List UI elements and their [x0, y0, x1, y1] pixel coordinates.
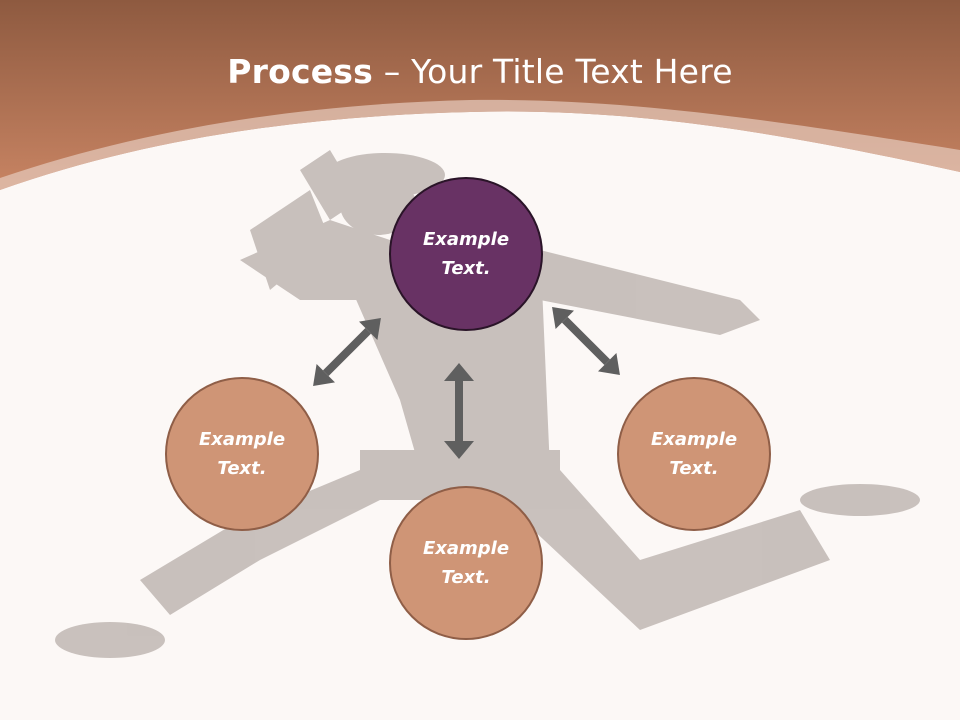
node-left: Example Text.: [165, 377, 319, 531]
node-bottom-label: Example Text.: [422, 538, 510, 588]
title-separator: –: [373, 52, 412, 91]
node-top: Example Text.: [389, 177, 543, 331]
arrow-top-right: [552, 307, 620, 375]
node-bottom: Example Text.: [389, 486, 543, 640]
header-wave: [0, 99, 960, 190]
slide-title: Process – Your Title Text Here: [0, 52, 960, 91]
node-left-label: Example Text.: [198, 429, 286, 479]
arrow-top-left: [313, 318, 381, 386]
header-band: [0, 0, 960, 190]
node-right-label: Example Text.: [650, 429, 738, 479]
title-bold: Process: [227, 52, 373, 91]
node-right: Example Text.: [617, 377, 771, 531]
node-top-label: Example Text.: [422, 229, 510, 279]
title-rest: Your Title Text Here: [411, 52, 733, 91]
arrow-vertical: [444, 363, 474, 459]
